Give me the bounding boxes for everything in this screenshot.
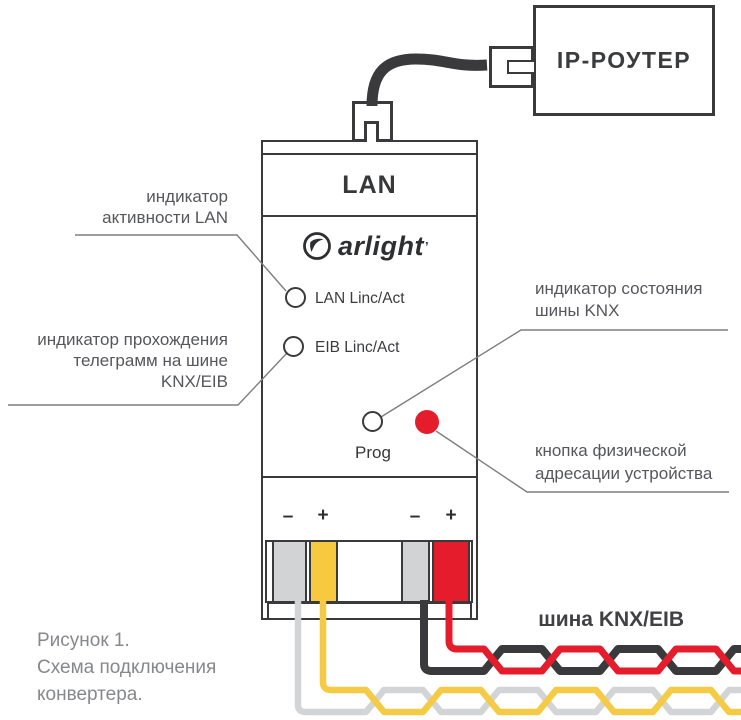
figure-caption: Рисунок 1. Схема подключения конвертера.: [37, 627, 216, 708]
annotation-line: индикатор состояния: [535, 279, 703, 298]
lan-led-label: LAN Linc/Act: [315, 290, 405, 307]
terminal-sign-plus-2: +: [445, 505, 457, 526]
terminal-sign-minus-2: –: [409, 506, 421, 527]
annotation-telegram: индикатор прохождения телеграмм на шине …: [37, 329, 228, 392]
prog-label: Prog: [355, 443, 391, 462]
annotation-lan-activity: индикатор активности LAN: [102, 186, 228, 228]
annotation-line: индикатор прохождения: [37, 330, 228, 349]
caption-line: Рисунок 1.: [37, 630, 130, 651]
annotation-line: кнопка физической: [535, 441, 687, 460]
arlight-logo-icon: [303, 232, 331, 260]
device-top-band-line: [263, 153, 476, 155]
lan-section-divider: [263, 215, 476, 217]
ethernet-cable: [366, 53, 488, 107]
leader-line-lan-activity: [75, 234, 287, 292]
annotation-prog-button: кнопка физической адресации устройства: [535, 439, 712, 485]
annotation-line: KNX/EIB: [160, 372, 228, 391]
terminal-slot-gray-knx-minus: [401, 542, 430, 601]
lan-port-label: LAN: [342, 171, 397, 199]
brand-trademark-tick: ’: [425, 238, 429, 254]
terminal-sign-minus-1: –: [282, 506, 294, 527]
annotation-line: активности LAN: [102, 208, 228, 227]
physical-addressing-button: [415, 410, 439, 434]
terminal-slot-yellow-plus: [309, 542, 338, 601]
annotation-line: шины KNX: [535, 301, 620, 320]
router-plug-notch: [507, 60, 536, 74]
terminal-slot-red-knx-plus: [432, 542, 470, 601]
eib-led-label: EIB Linc/Act: [315, 339, 400, 356]
eib-activity-led: [283, 336, 304, 357]
device-bottom-rail: [267, 602, 472, 620]
brand-logo: arlight ’: [301, 229, 461, 263]
knx-eib-bus-label: шина KNX/EIB: [538, 608, 684, 631]
caption-line: конвертера.: [37, 684, 143, 705]
annotation-line: телеграмм на шине: [73, 351, 228, 370]
lan-activity-led: [285, 287, 306, 308]
brand-wordmark: arlight: [338, 230, 425, 261]
ip-router-box: IP-РОУТЕР: [533, 5, 715, 116]
terminal-section-divider: [263, 476, 476, 478]
prog-status-led: [362, 411, 383, 432]
annotation-line: индикатор: [146, 187, 228, 206]
terminal-slot-gray-minus: [272, 542, 307, 601]
terminal-block: [265, 540, 473, 603]
device-plug-notch: [364, 121, 379, 142]
annotation-knx-status: индикатор состояния шины KNX: [535, 278, 702, 322]
annotation-line: адресации устройства: [535, 464, 713, 483]
caption-line: Схема подключения: [37, 657, 217, 678]
terminal-sign-plus-1: +: [317, 505, 329, 526]
ip-router-label: IP-РОУТЕР: [556, 47, 692, 73]
